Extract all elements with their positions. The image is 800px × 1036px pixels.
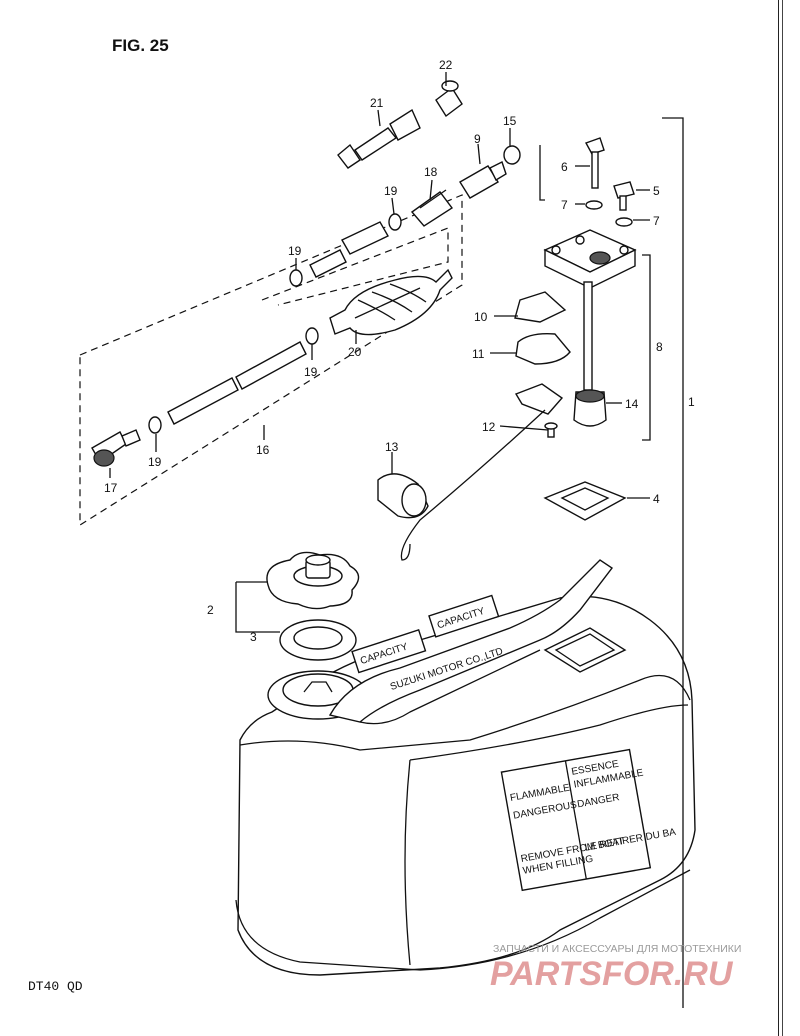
leader-lines — [109, 72, 684, 1008]
callout-9: 9 — [474, 132, 481, 146]
cover — [515, 332, 571, 365]
bolt — [584, 137, 605, 189]
washer-left — [585, 200, 603, 210]
callout-14: 14 — [625, 397, 639, 411]
watermark-logo: PARTSFOR.RU — [490, 955, 734, 993]
figure-title: FIG. 25 — [112, 36, 169, 55]
callout-19-b: 19 — [288, 244, 302, 258]
tank-cap — [266, 551, 360, 610]
callout-16: 16 — [256, 443, 270, 457]
callout-12: 12 — [482, 420, 496, 434]
engine-side-connector — [410, 189, 454, 227]
callout-17: 17 — [104, 481, 118, 495]
gasket-cover — [514, 291, 567, 323]
page-edge-line-outer — [782, 0, 783, 1036]
callout-4: 4 — [653, 492, 660, 506]
callout-19-a: 19 — [384, 184, 398, 198]
callout-7-left: 7 — [561, 198, 568, 212]
callout-5: 5 — [653, 184, 660, 198]
callout-13: 13 — [385, 440, 399, 454]
watermark-caption: ЗАПЧАСТИ И АКСЕССУАРЫ ДЛЯ МОТОТЕХНИКИ — [493, 943, 741, 955]
hose-assembly-outline — [79, 194, 463, 527]
fuel-hose — [167, 221, 389, 425]
primer-bulb — [329, 268, 453, 336]
washer — [503, 145, 521, 165]
float — [377, 473, 429, 519]
callout-18: 18 — [424, 165, 438, 179]
callout-1: 1 — [688, 395, 695, 409]
callout-15: 15 — [503, 114, 517, 128]
fuel-tank: CAPACITY CAPACITY SUZUKI MOTOR CO.,LTD F… — [235, 559, 696, 976]
callout-10: 10 — [474, 310, 488, 324]
hose-sub-outline — [261, 227, 449, 306]
callout-19-d: 19 — [148, 455, 162, 469]
engine-fuel-hose — [337, 108, 421, 169]
float-arm — [400, 383, 564, 561]
callout-21: 21 — [370, 96, 384, 110]
cap-gasket — [279, 619, 357, 661]
callout-8: 8 — [656, 340, 663, 354]
callout-3: 3 — [250, 630, 257, 644]
model-code: DT40 QD — [28, 979, 83, 994]
bolt-short — [613, 181, 635, 211]
callout-20: 20 — [348, 345, 362, 359]
callout-6: 6 — [561, 160, 568, 174]
washer-right — [615, 217, 633, 227]
callout-labels: 1 2 3 4 5 6 7 7 8 9 10 11 12 13 14 15 16… — [104, 58, 695, 644]
callout-22: 22 — [439, 58, 453, 72]
callout-7-right: 7 — [653, 214, 660, 228]
callout-19-c: 19 — [304, 365, 318, 379]
callout-11: 11 — [472, 347, 485, 361]
page-edge-line — [778, 0, 779, 1036]
engine-union — [435, 80, 463, 118]
gauge-gasket — [543, 481, 627, 521]
hose-clamp — [148, 213, 402, 434]
fuel-gauge-assembly — [543, 229, 637, 427]
union-fitting — [459, 161, 507, 199]
tank-side-connector — [91, 429, 141, 467]
callout-2: 2 — [207, 603, 214, 617]
